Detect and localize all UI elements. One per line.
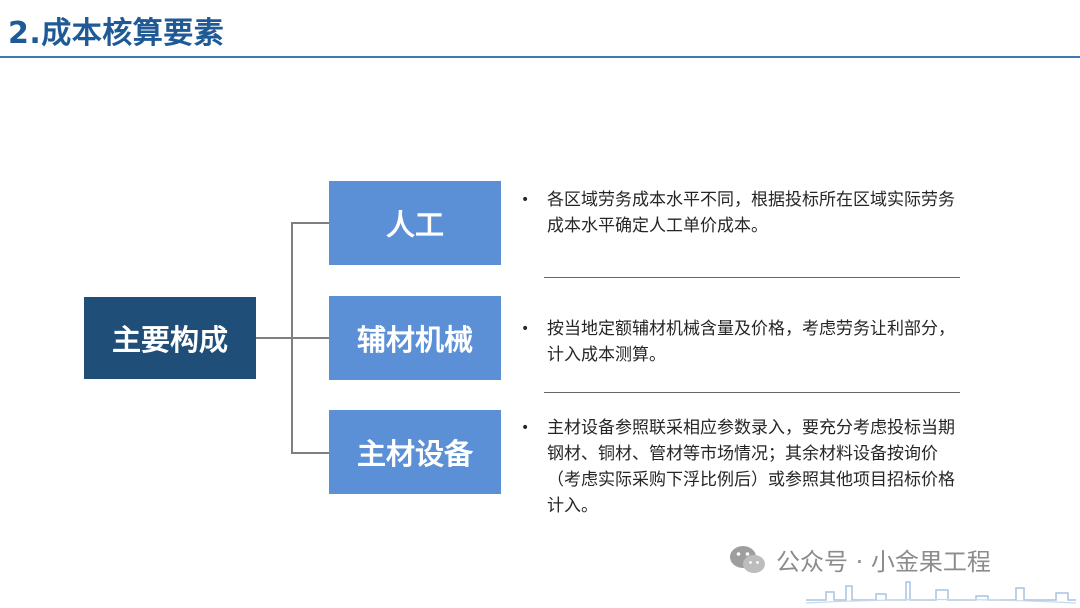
description-text: 主材设备参照联采相应参数录入，要充分考虑投标当期钢材、铜材、管材等市场情况；其余… — [547, 418, 955, 516]
divider — [544, 392, 960, 393]
bullet: • — [521, 192, 530, 208]
connector-root-stub — [256, 337, 292, 339]
title-underline — [0, 56, 1080, 58]
description-text: 按当地定额辅材机械含量及价格，考虑劳务让利部分，计入成本测算。 — [547, 319, 955, 365]
connector-branch-2 — [291, 337, 329, 339]
divider — [544, 277, 960, 278]
slide-title: 2.成本核算要素 — [8, 16, 225, 51]
description-text: 各区域劳务成本水平不同，根据投标所在区域实际劳务成本水平确定人工单价成本。 — [547, 190, 955, 236]
bullet: • — [521, 420, 530, 436]
bullet: • — [521, 321, 530, 337]
connector-branch-1 — [291, 222, 329, 224]
connector-branch-3 — [291, 452, 329, 454]
category-box-auxiliary-machinery: 辅材机械 — [329, 296, 501, 380]
description-labor: • 各区域劳务成本水平不同，根据投标所在区域实际劳务成本水平确定人工单价成本。 — [521, 187, 971, 239]
category-box-main-materials: 主材设备 — [329, 410, 501, 494]
root-box: 主要构成 — [84, 297, 256, 379]
category-box-labor: 人工 — [329, 181, 501, 265]
description-main-materials: • 主材设备参照联采相应参数录入，要充分考虑投标当期钢材、铜材、管材等市场情况；… — [521, 415, 971, 519]
description-auxiliary-machinery: • 按当地定额辅材机械含量及价格，考虑劳务让利部分，计入成本测算。 — [521, 316, 971, 368]
wechat-icon — [730, 545, 765, 573]
skyline-decoration — [806, 581, 1076, 604]
watermark-text: 公众号 · 小金果工程 — [776, 548, 991, 576]
watermark: 公众号 · 小金果工程 — [728, 542, 991, 577]
